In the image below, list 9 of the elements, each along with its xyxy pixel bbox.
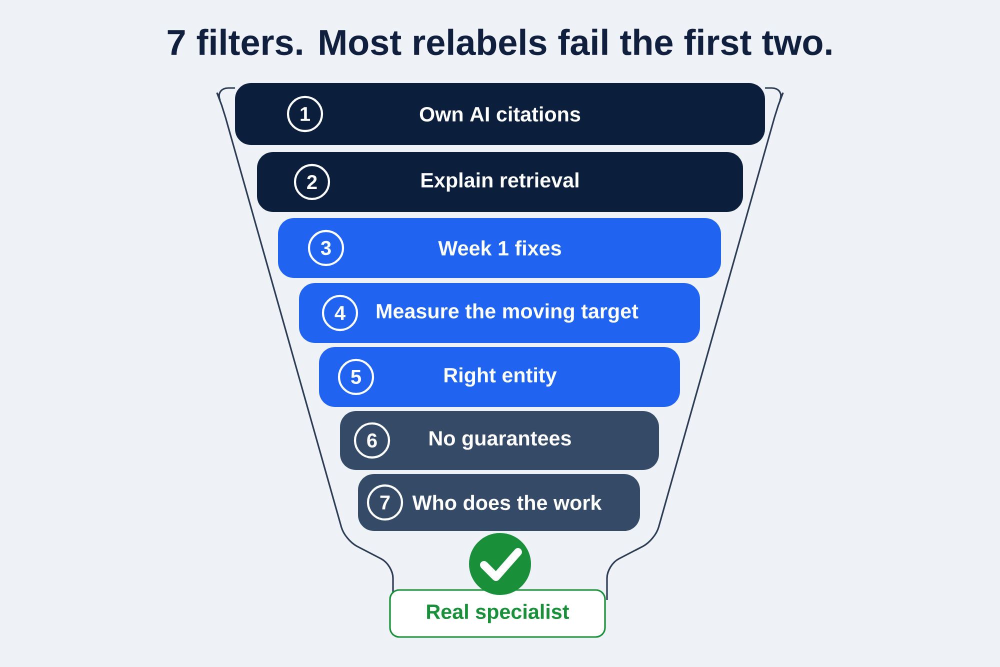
filter-band: 5 Right entity — [319, 347, 680, 407]
result-box: Real specialist — [389, 589, 606, 638]
filter-band: 3 Week 1 fixes — [278, 218, 721, 278]
filter-band: 1 Own AI citations — [235, 83, 765, 145]
title: 7 filters. Most relabels fail the first two. — [168, 28, 832, 56]
filter-band: 7 Who does the work — [358, 474, 640, 531]
filter-band: 4 Measure the moving target — [299, 283, 700, 343]
filter-band: 2 Explain retrieval — [257, 152, 743, 212]
filter-band: 6 No guarantees — [340, 411, 659, 470]
